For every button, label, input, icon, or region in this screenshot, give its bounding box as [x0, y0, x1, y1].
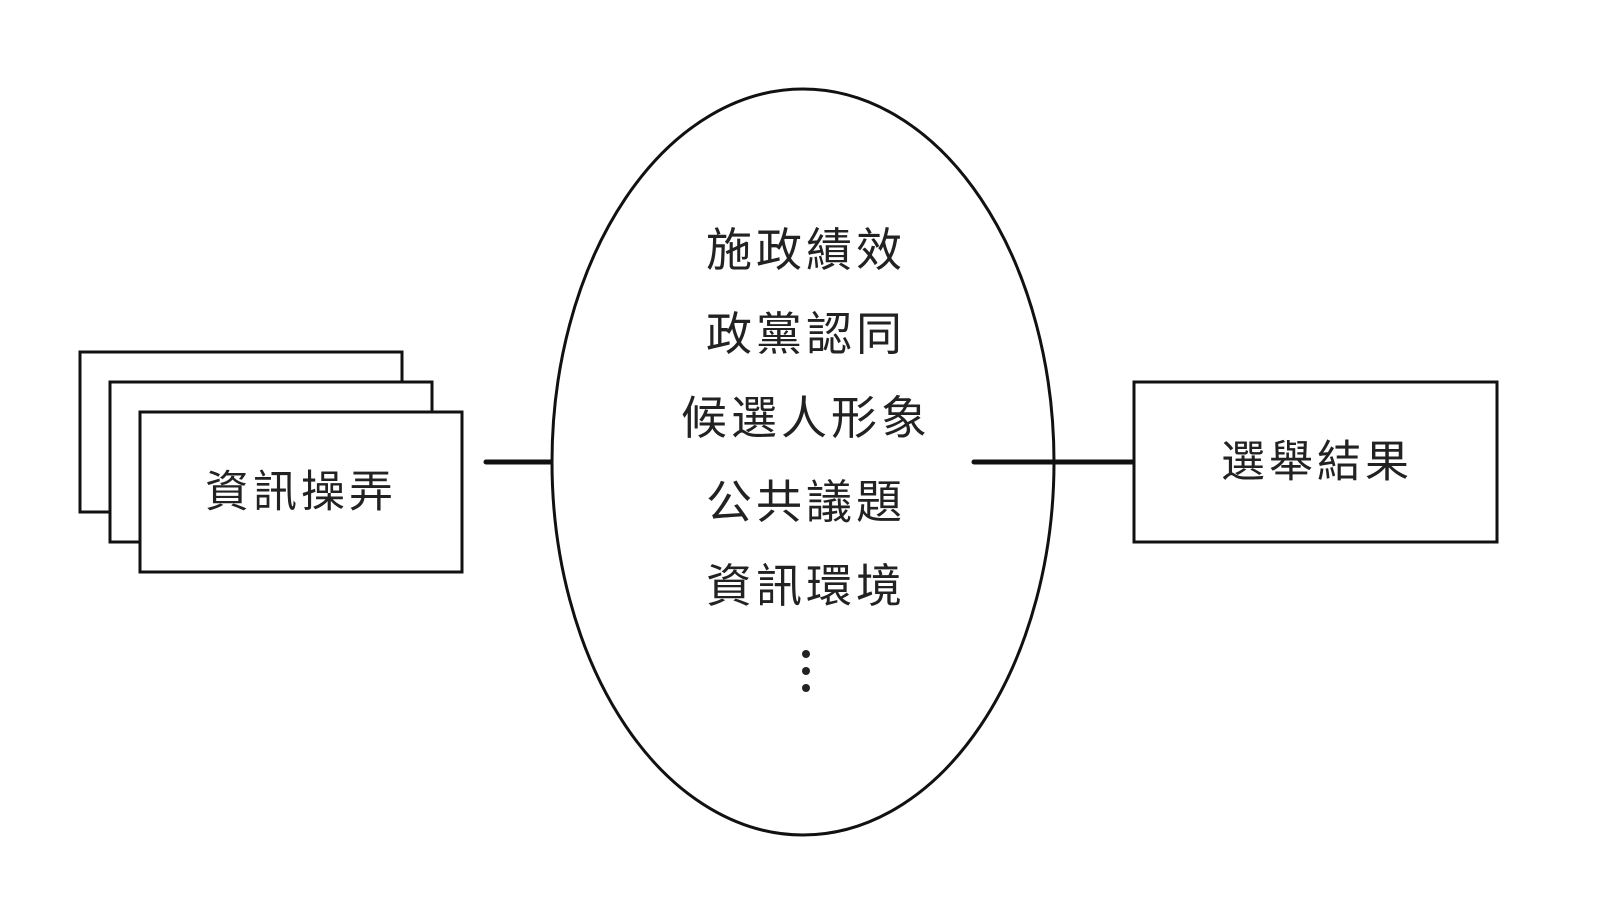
factor-item: 政黨認同	[706, 307, 906, 361]
ellipsis-dot	[802, 684, 810, 692]
output-box	[1132, 380, 1499, 544]
factors-ellipsis	[802, 650, 810, 692]
factors-ellipse-group: 施政績效 政黨認同 候選人形象 公共議題 資訊環境	[550, 87, 1056, 837]
ellipsis-dot	[802, 667, 810, 675]
output-box-group: 選舉結果	[1132, 380, 1499, 544]
ellipsis-dot	[802, 650, 810, 658]
factor-item: 資訊環境	[706, 559, 906, 613]
factor-item: 公共議題	[706, 475, 906, 529]
input-box-label: 資訊操弄	[205, 467, 397, 518]
factor-item: 施政績效	[706, 223, 906, 277]
input-box-front	[138, 410, 464, 574]
input-box-stack: 資訊操弄	[78, 350, 464, 574]
factor-item: 候選人形象	[681, 391, 931, 445]
output-box-label: 選舉結果	[1221, 437, 1413, 488]
